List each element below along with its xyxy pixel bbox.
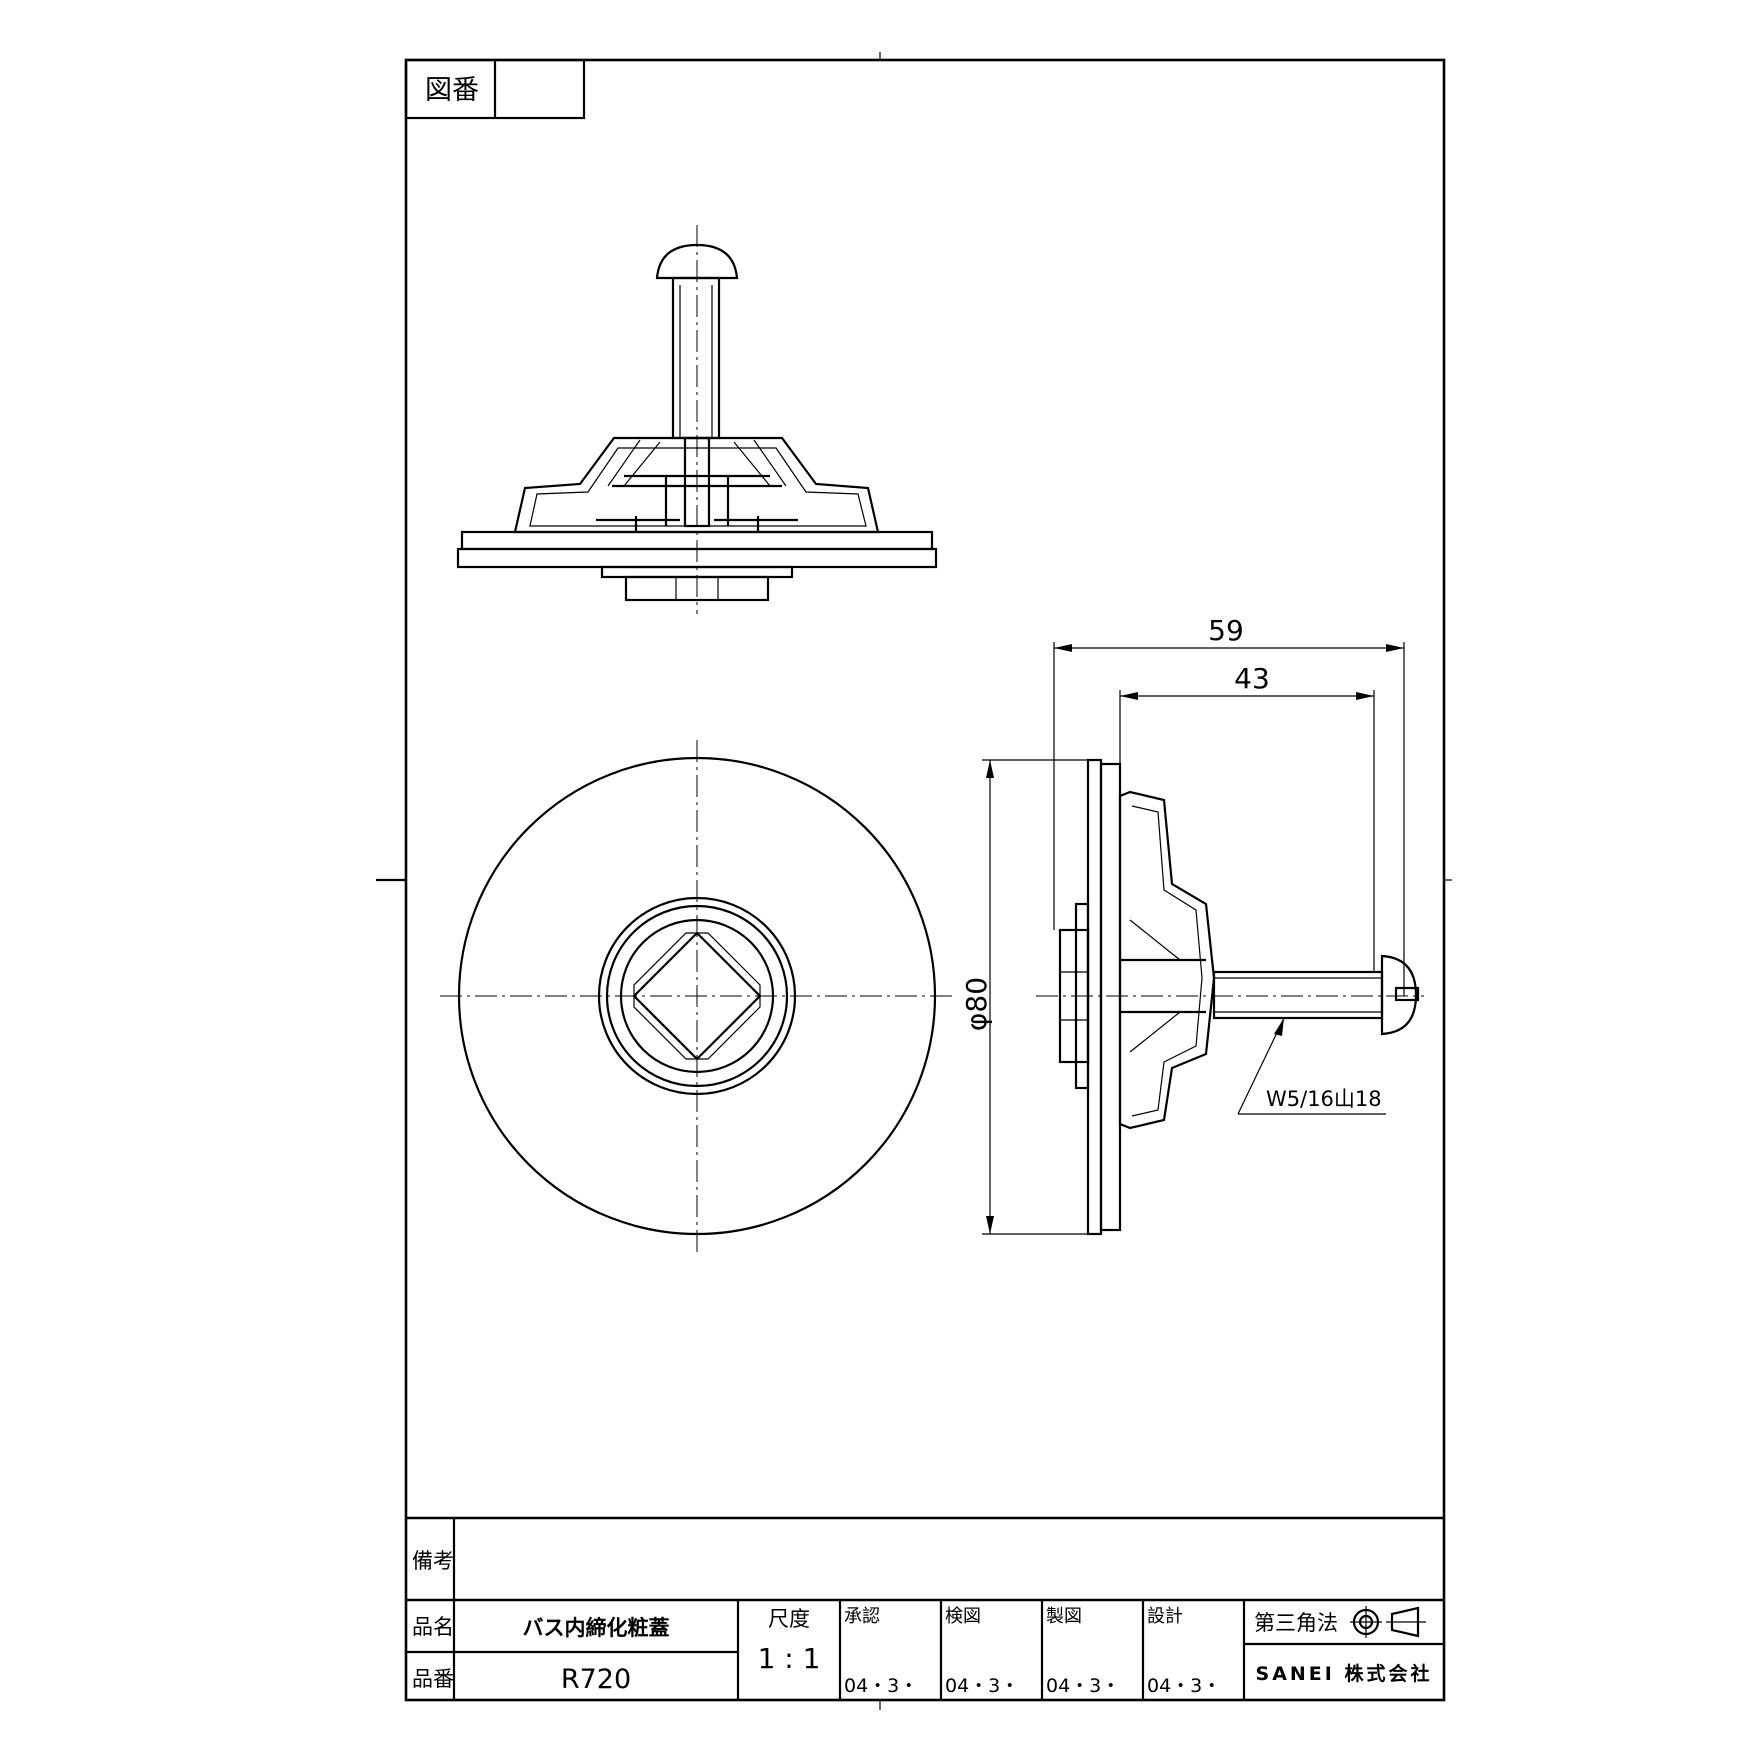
approval-date: 04・3・ [945, 1675, 1019, 1697]
scale-value: 1 : 1 [758, 1642, 821, 1675]
dim-thread-spec: W5/16山18 [1266, 1087, 1382, 1111]
approval-date: 04・3・ [1046, 1675, 1120, 1697]
side-view [1036, 758, 1424, 1236]
title-block: 備考 品名 バス内締化粧蓋 品番 R720 尺度 1 : 1 承認 04・3・ … [406, 1516, 1444, 1700]
number-label: 品番 [412, 1667, 454, 1691]
approval-role: 検図 [945, 1606, 981, 1627]
projection-label: 第三角法 [1254, 1611, 1338, 1635]
top-view [440, 740, 955, 1252]
side-boss [1118, 790, 1216, 1130]
dimensions: 59 43 φ80 W5/16山18 [960, 614, 1405, 1235]
product-number: R720 [561, 1664, 631, 1695]
boss-body [513, 436, 880, 534]
drawing-number-label: 図番 [425, 75, 479, 106]
third-angle-projection-icon [1350, 1606, 1426, 1638]
approvals-row: 承認 04・3・ 検図 04・3・ 製図 04・3・ 設計 04・3・ [844, 1606, 1221, 1697]
product-name: バス内締化粧蓋 [523, 1616, 670, 1640]
side-plate-outer [1086, 758, 1103, 1236]
scale-label: 尺度 [768, 1607, 810, 1631]
dim-overall-length: 59 [1208, 614, 1244, 647]
approval-role: 承認 [844, 1606, 880, 1627]
approval-date: 04・3・ [1147, 1675, 1221, 1697]
side-stem [1212, 970, 1384, 1020]
company-name: SANEI 株式会社 [1256, 1662, 1433, 1685]
front-view [456, 225, 938, 614]
approval-role: 製図 [1046, 1606, 1082, 1627]
remarks-label: 備考 [412, 1549, 454, 1573]
approval-role: 設計 [1147, 1606, 1183, 1627]
dim-thread-length: 43 [1234, 662, 1270, 695]
side-knob [1380, 954, 1418, 1036]
side-plate-inner [1099, 762, 1122, 1232]
sheet-frame [376, 52, 1452, 1710]
approval-date: 04・3・ [844, 1675, 918, 1697]
dim-diameter: φ80 [960, 977, 993, 1031]
name-label: 品名 [412, 1615, 454, 1639]
drawing-number-box: 図番 [404, 58, 586, 120]
